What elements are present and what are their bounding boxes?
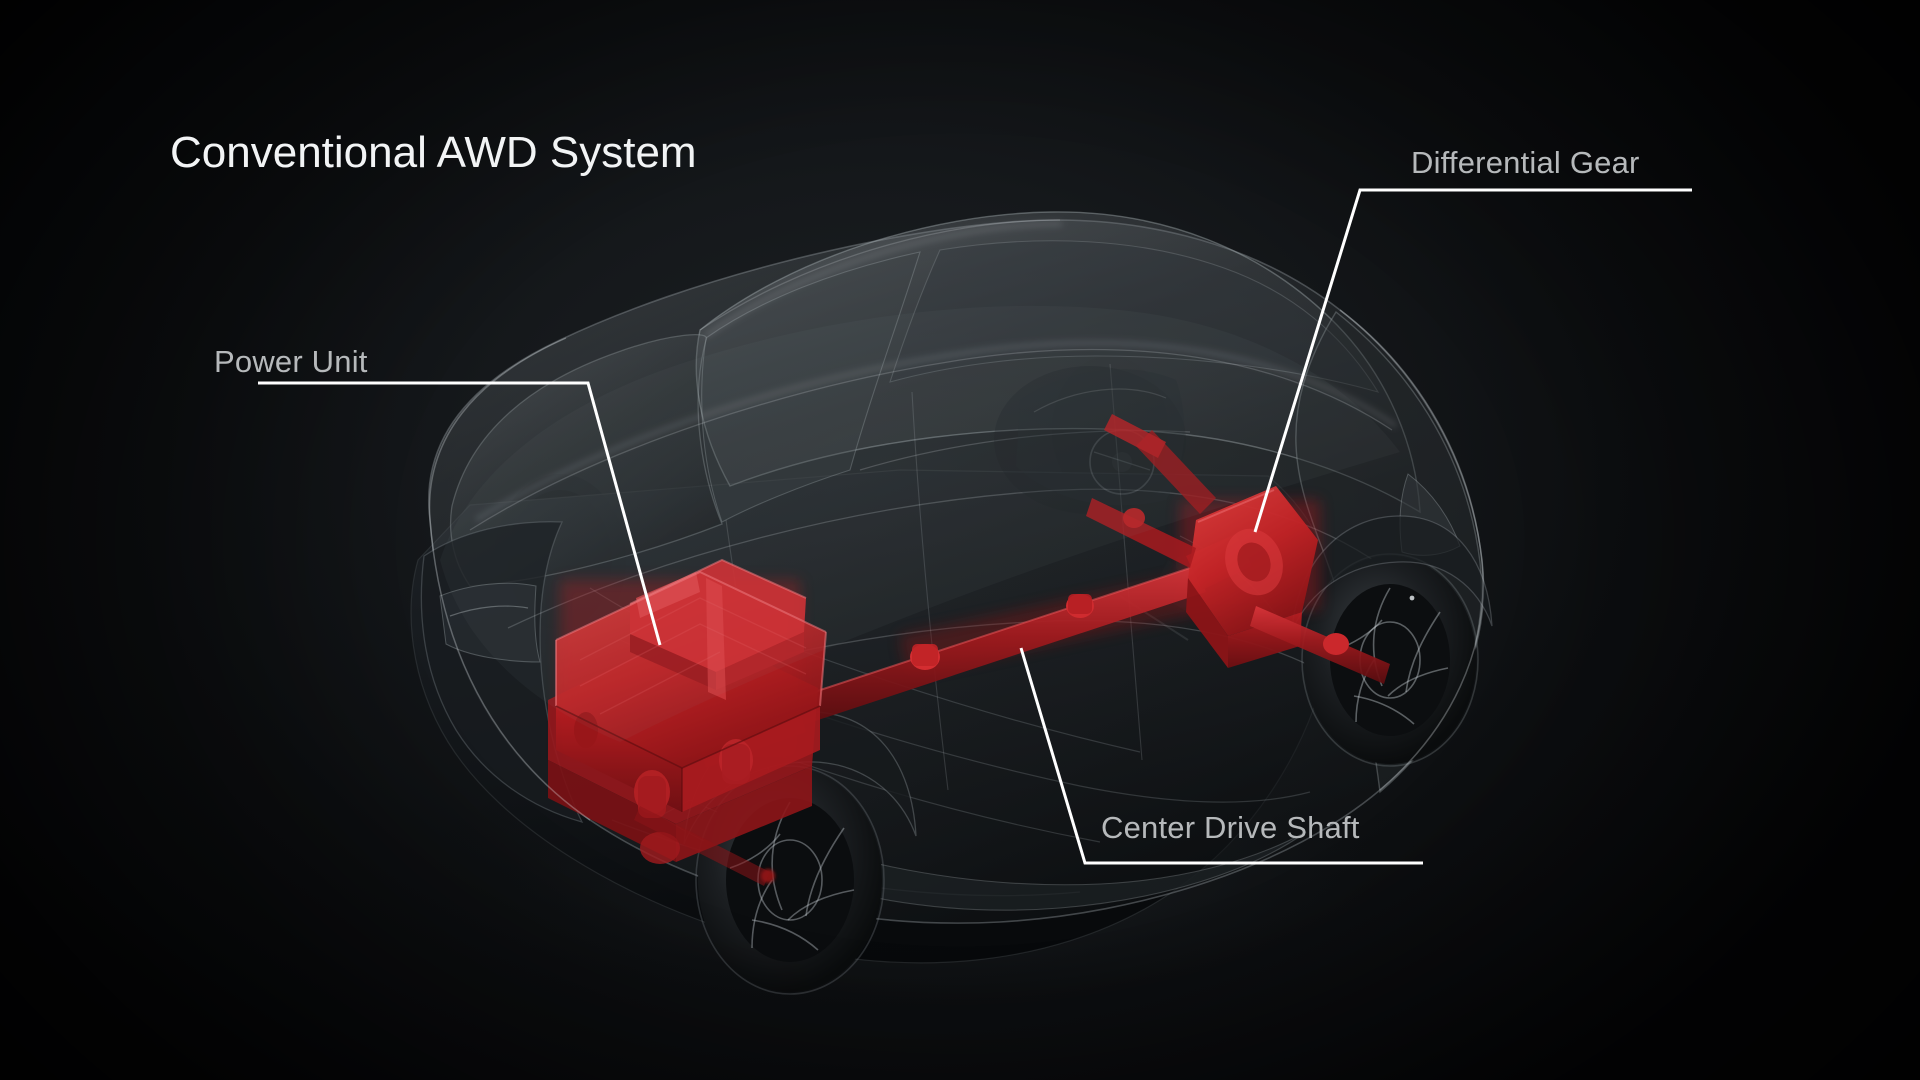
leader-center-drive-shaft: [1019, 647, 1423, 865]
page-title: Conventional AWD System: [170, 128, 697, 177]
leader-differential-gear: [1253, 188, 1692, 533]
callout-label-power-unit: Power Unit: [214, 344, 368, 379]
callout-label-differential-gear: Differential Gear: [1411, 145, 1640, 180]
leader-power-unit: [258, 381, 662, 646]
callout-label-center-drive-shaft: Center Drive Shaft: [1101, 810, 1360, 845]
